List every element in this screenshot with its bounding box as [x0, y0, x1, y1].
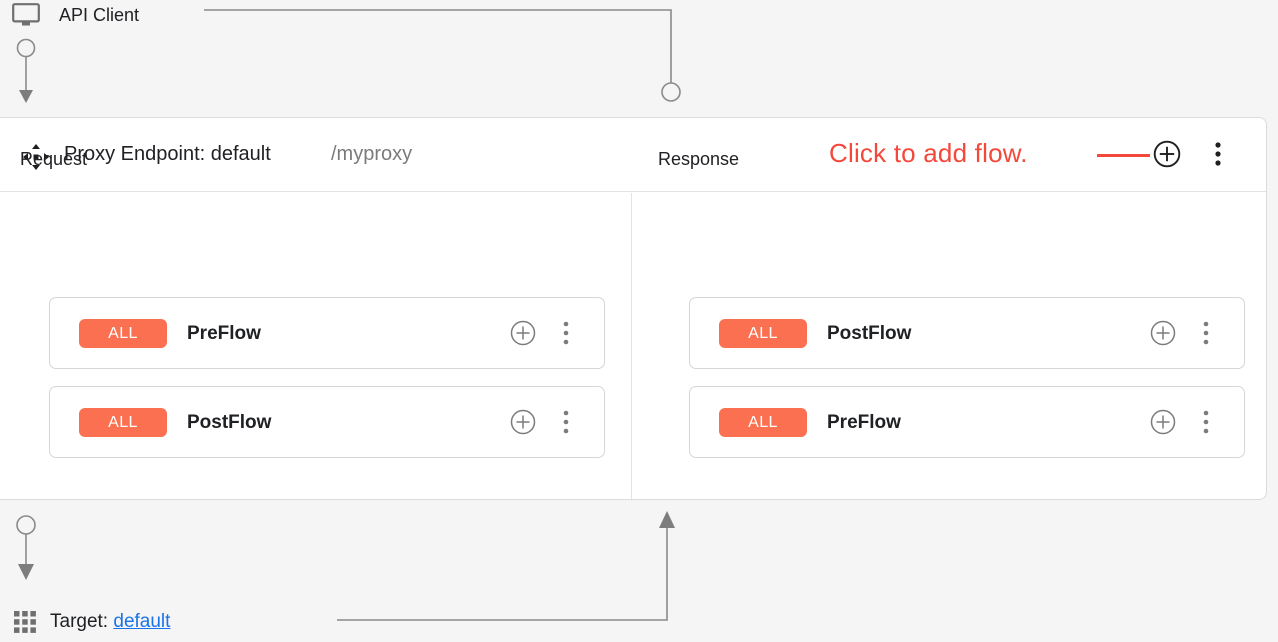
- flow-card-request-preflow[interactable]: ALL PreFlow: [49, 297, 605, 369]
- monitor-icon: [12, 3, 40, 27]
- more-vert-icon[interactable]: [556, 320, 576, 346]
- flow-badge: ALL: [719, 408, 807, 437]
- column-title-response: Response: [658, 149, 740, 169]
- target-default-link[interactable]: default: [113, 611, 171, 632]
- flow-card-response-postflow[interactable]: ALL PostFlow: [689, 297, 1245, 369]
- flow-badge: ALL: [79, 319, 167, 348]
- more-vert-icon[interactable]: [1196, 320, 1216, 346]
- more-vert-icon[interactable]: [1196, 409, 1216, 435]
- flow-badge: ALL: [719, 319, 807, 348]
- more-vert-icon[interactable]: [1207, 140, 1229, 168]
- flow-name: PreFlow: [187, 323, 261, 344]
- proxy-endpoint-header: [0, 118, 1266, 192]
- plus-circle-icon[interactable]: [510, 409, 536, 435]
- plus-circle-icon[interactable]: [1150, 409, 1176, 435]
- target-label: Target: default: [50, 609, 170, 635]
- target-label-text: Target:: [50, 611, 109, 632]
- proxy-base-path: /myproxy: [331, 143, 413, 165]
- flow-name: PostFlow: [827, 323, 912, 344]
- api-client-row: API Client: [0, 0, 1278, 117]
- plus-circle-icon[interactable]: [1150, 320, 1176, 346]
- annotation-text: Click to add flow.: [829, 138, 1028, 168]
- plus-circle-icon[interactable]: [510, 320, 536, 346]
- add-flow-button[interactable]: [1153, 140, 1181, 168]
- api-client-label: API Client: [59, 5, 140, 25]
- flow-columns: [0, 193, 1266, 501]
- flow-card-request-postflow[interactable]: ALL PostFlow: [49, 386, 605, 458]
- flow-badge: ALL: [79, 408, 167, 437]
- page-title: Proxy Endpoint: default: [64, 143, 271, 165]
- flow-card-response-preflow[interactable]: ALL PreFlow: [689, 386, 1245, 458]
- move-handle-icon[interactable]: [22, 143, 50, 171]
- flow-name: PreFlow: [827, 412, 901, 433]
- column-title-request: Request: [20, 149, 88, 169]
- flow-name: PostFlow: [187, 412, 272, 433]
- column-divider: [631, 193, 632, 501]
- more-vert-icon[interactable]: [556, 409, 576, 435]
- annotation-pointer-line: [1097, 154, 1150, 157]
- apps-grid-icon: [13, 610, 37, 634]
- target-endpoint-row: [0, 500, 1278, 642]
